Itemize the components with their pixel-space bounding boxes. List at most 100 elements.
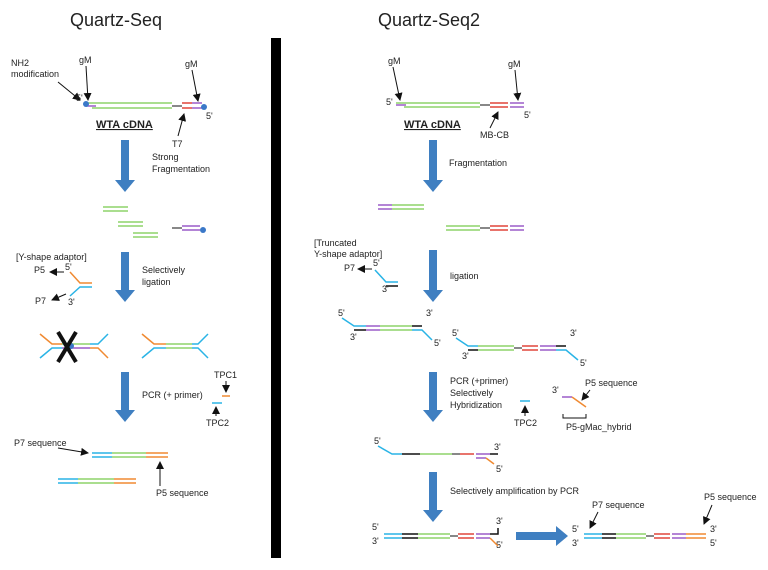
r-gm-arrow-b	[513, 69, 522, 101]
fin-3l: 3'	[572, 538, 579, 548]
selective-label-1: Selectively	[142, 265, 186, 275]
right-wta-label: WTA cDNA	[404, 119, 461, 131]
lig-b-3r: 3'	[570, 328, 577, 338]
lig-b-3l: 3'	[462, 351, 469, 361]
five-prime-a: 5'	[76, 93, 83, 103]
r-gm-label-b: gM	[508, 59, 521, 69]
fail-lig-cyan-r	[90, 333, 109, 345]
gmac-bracket	[562, 414, 587, 419]
tpc1-label: TPC1	[214, 370, 237, 380]
amp-5l: 5'	[372, 522, 379, 532]
r-step-arrow-final	[516, 526, 568, 546]
p7-seq-label: P7 sequence	[14, 438, 67, 448]
r-step-arrow-1	[423, 140, 443, 192]
trunc-cyan	[374, 269, 398, 283]
y-adaptor-orange	[69, 271, 92, 284]
p7-arrow	[51, 293, 67, 301]
r-fragmentation-label: Fragmentation	[449, 158, 507, 168]
lig-a-3l: 3'	[350, 332, 357, 342]
p5-gmac-label: P5-gMac_hybrid	[566, 422, 632, 432]
hyb-5r: 5'	[496, 464, 503, 474]
hyb-cyan	[377, 445, 402, 455]
fail-lig-orange-l	[39, 333, 62, 345]
p7-label: P7	[35, 296, 46, 306]
trunc-label-1: [Truncated	[314, 238, 357, 248]
lig-b-5r: 5'	[580, 358, 587, 368]
r-gm-label-a: gM	[388, 56, 401, 66]
fin-5r: 5'	[710, 538, 717, 548]
strong-label-2: Fragmentation	[152, 164, 210, 174]
gm-label-a: gM	[79, 55, 92, 65]
r-step-arrow-3	[423, 372, 443, 422]
nh2-label-2: modification	[11, 69, 59, 79]
gm-arrow-a	[83, 65, 92, 101]
tpc2-label: TPC2	[206, 418, 229, 428]
left-title: Quartz-Seq	[70, 10, 162, 30]
left-wta-label: WTA cDNA	[96, 119, 153, 131]
amp-3l: 3'	[372, 536, 379, 546]
p5-label: P5	[34, 265, 45, 275]
right-title: Quartz-Seq2	[378, 10, 480, 30]
nh2-arrow	[57, 81, 81, 101]
frag-end-dot	[200, 227, 206, 233]
hyb-5l: 5'	[374, 436, 381, 446]
fin-p7-seq-label: P7 sequence	[592, 500, 645, 510]
lig-a-5l: 5'	[338, 308, 345, 318]
strong-label-1: Strong	[152, 152, 179, 162]
r-tpc2-label: TPC2	[514, 418, 537, 428]
fail-lig-cyan-l	[39, 347, 62, 359]
y-adaptor-3: 3'	[68, 297, 75, 307]
r-five-b: 5'	[524, 110, 531, 120]
t7-label: T7	[172, 139, 183, 149]
lig-b-cyan-r	[556, 349, 579, 361]
fin-p5-seq-label: P5 sequence	[704, 492, 757, 502]
r-pcr-label-2: Selectively	[450, 388, 494, 398]
lig-b-cyan-l	[455, 337, 478, 347]
x-mark-b	[56, 330, 78, 364]
nh2-dot-left	[83, 101, 89, 107]
lig-a-cyan-l	[341, 317, 366, 327]
gmac-orange	[571, 396, 587, 408]
r-pcr-label-1: PCR (+primer)	[450, 376, 508, 386]
trunc-5: 5'	[373, 258, 380, 268]
y-adaptor-5: 5'	[65, 262, 72, 272]
lig-b-5l: 5'	[452, 328, 459, 338]
hyb-3r: 3'	[494, 442, 501, 452]
amp-orange-r	[489, 537, 499, 547]
right-panel: gM gM 5' 5' WTA cDNA MB-CB Fragmentation	[314, 56, 757, 550]
p7-seq-arrow	[57, 447, 89, 456]
r-pcr-label-3: Hybridization	[450, 400, 502, 410]
center-divider	[271, 38, 281, 558]
ok-lig-cyan-l	[141, 347, 166, 359]
trunc-p7-label: P7	[344, 263, 355, 273]
r-five-a: 5'	[386, 97, 393, 107]
pcr-label: PCR (+ primer)	[142, 390, 203, 400]
gm-arrow-b	[191, 69, 201, 102]
step-arrow-1	[115, 140, 135, 192]
fin-p5-seq-arrow	[703, 504, 713, 525]
t7-arrow	[177, 113, 187, 137]
step-arrow-3	[115, 372, 135, 422]
p5-seq-a-arrow	[581, 389, 591, 401]
gm-label-b: gM	[185, 59, 198, 69]
nh2-dot-right	[201, 104, 207, 110]
trunc-3: 3'	[382, 284, 389, 294]
y-adaptor-cyan	[69, 286, 92, 297]
p5-seq-a-label: P5 sequence	[585, 378, 638, 388]
lig-a-5r: 5'	[434, 338, 441, 348]
ok-lig-orange-l	[141, 333, 166, 345]
mbcb-arrow	[489, 111, 499, 129]
amp-3r: 3'	[496, 516, 503, 526]
fin-p7-seq-arrow	[589, 511, 599, 529]
selective-label-2: ligation	[142, 277, 171, 287]
r-gm-arrow-a	[392, 66, 403, 101]
p5-seq-label: P5 sequence	[156, 488, 209, 498]
nh2-label-1: NH2	[11, 58, 29, 68]
five-prime-b: 5'	[206, 111, 213, 121]
ok-lig-cyan-r2	[192, 347, 209, 359]
gmac-3: 3'	[552, 385, 559, 395]
trunc-label-2: Y-shape adaptor]	[314, 249, 382, 259]
fin-3r: 3'	[710, 524, 717, 534]
